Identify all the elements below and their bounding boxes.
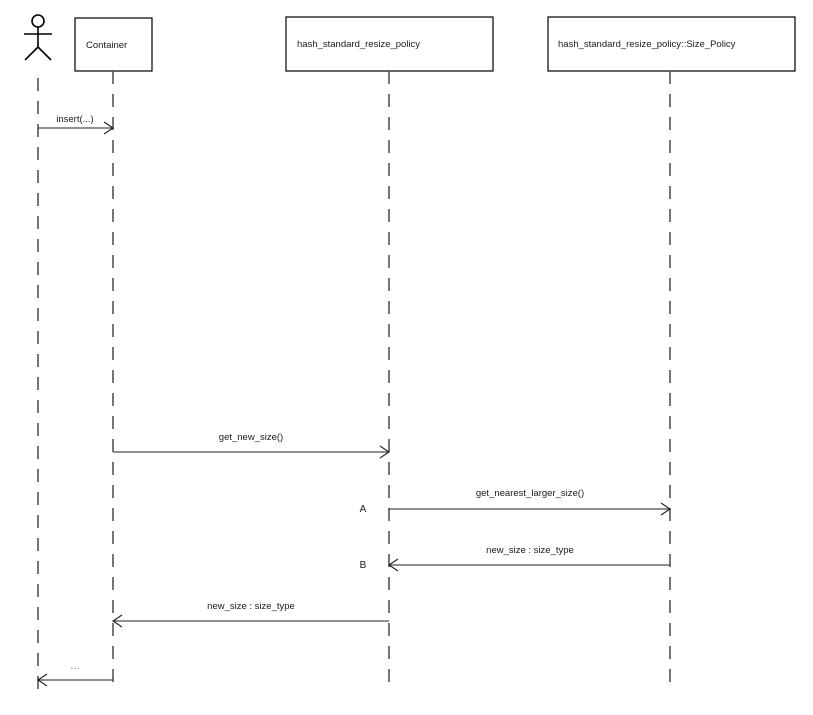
message-arrowhead (112, 614, 123, 628)
participant-box-container[interactable]: Container (74, 17, 153, 72)
participant-label-size-policy: hash_standard_resize_policy::Size_Policy (558, 39, 736, 50)
actor-leg-left (24, 46, 39, 61)
message-new-size-return-policy[interactable]: B new_size : size_type (360, 545, 670, 572)
message-arrowhead (103, 121, 114, 135)
message-arrowhead (660, 502, 671, 516)
participant-box-size-policy[interactable]: hash_standard_resize_policy::Size_Policy (547, 16, 796, 72)
actor-head-icon (31, 14, 45, 28)
participant-label-resize-policy: hash_standard_resize_policy (297, 39, 420, 50)
message-ellipsis-return-actor[interactable]: ... (37, 660, 113, 687)
message-get-new-size[interactable]: get_new_size() (113, 432, 390, 459)
message-label: ... (70, 660, 79, 672)
message-arrowhead (379, 445, 390, 459)
actor-figure[interactable] (24, 14, 52, 61)
actor-leg-right (37, 46, 52, 61)
participant-box-resize-policy[interactable]: hash_standard_resize_policy (285, 16, 494, 72)
message-get-nearest-larger-size[interactable]: A get_nearest_larger_size() (360, 488, 671, 516)
message-arrowhead (388, 558, 399, 572)
message-sequence-marker-a: A (360, 504, 367, 515)
message-sequence-marker-b: B (360, 560, 367, 571)
message-label: new_size : size_type (486, 545, 574, 556)
message-insert[interactable]: insert(...) (38, 114, 114, 135)
message-label: get_nearest_larger_size() (476, 488, 584, 499)
participant-box-rect (74, 17, 153, 72)
message-label: insert(...) (56, 114, 93, 125)
lifelines (37, 71, 671, 690)
participant-label-container: Container (86, 40, 127, 51)
message-label: new_size : size_type (207, 601, 295, 612)
message-new-size-return-container[interactable]: new_size : size_type (112, 601, 389, 628)
message-arrowhead (37, 673, 48, 687)
message-label: get_new_size() (219, 432, 283, 443)
participant-box-rect (285, 16, 494, 72)
participant-box-rect (547, 16, 796, 72)
